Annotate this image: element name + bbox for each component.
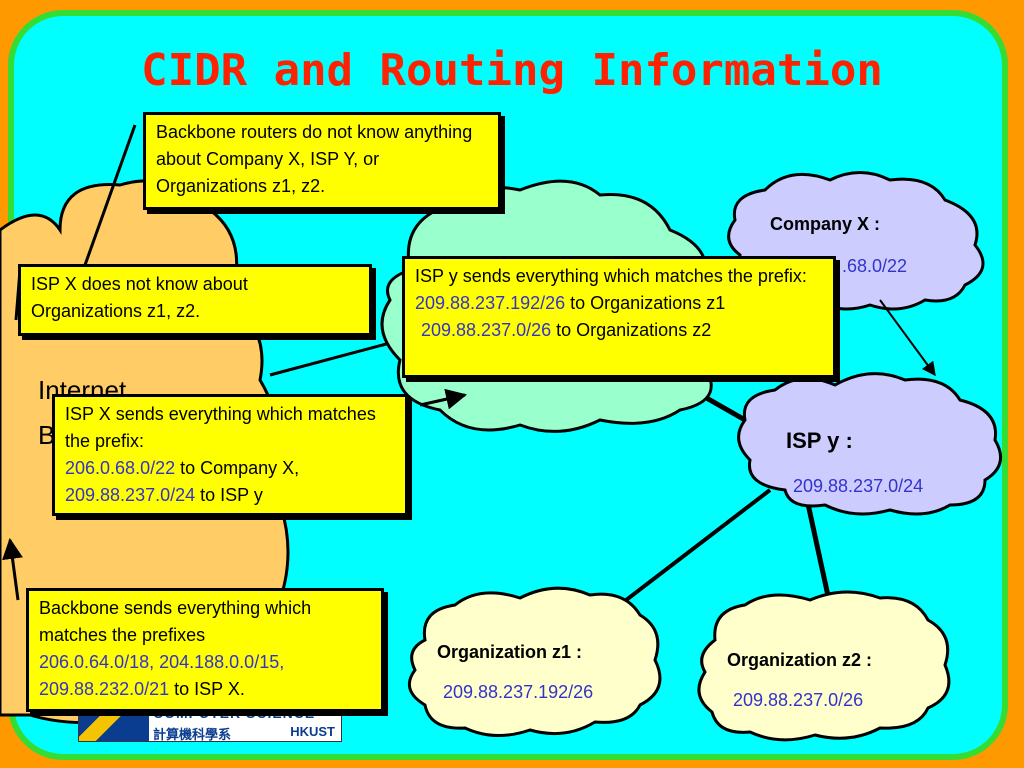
arrow-to-isp-y — [879, 299, 936, 377]
logo-line2: 計算機科學系 — [153, 727, 232, 742]
note-isp-x-intro: ISP X sends everything which matches the… — [65, 404, 376, 451]
slide-title: CIDR and Routing Information — [141, 45, 883, 96]
arrow-up-backbone — [2, 537, 23, 601]
isp-y-route2-prefix: 209.88.237.0/26 — [421, 320, 552, 340]
backbone-route-prefixes-1: 206.0.64.0/18, 204.188.0.0/15, — [39, 652, 285, 672]
note-isp-x-unknown: ISP X does not know about Organizations … — [18, 264, 372, 336]
note-backbone-sends: Backbone sends everything which matches … — [26, 588, 384, 712]
note-isp-x-sends: ISP X sends everything which matches the… — [52, 394, 408, 516]
isp-x-route1-prefix: 206.0.68.0/22 — [65, 458, 176, 478]
note-backbone-routers-text: Backbone routers do not know anything ab… — [156, 122, 473, 196]
note-isp-x-unknown-text: ISP X does not know about Organizations … — [31, 274, 248, 321]
note-backbone-intro: Backbone sends everything which matches … — [39, 598, 312, 645]
isp-y-cloud — [737, 372, 1003, 516]
isp-y-prefix: 209.88.237.0/24 — [793, 476, 924, 496]
company-x-prefix: .68.0/22 — [842, 256, 908, 276]
link-isp-y-org-z2 — [802, 489, 833, 606]
note-isp-y-intro: ISP y sends everything which matches the… — [415, 266, 807, 286]
isp-x-route1-dest: to Company X, — [175, 458, 300, 478]
org-z1-name: Organization z1 : — [437, 642, 583, 662]
org-z1-prefix: 209.88.237.192/26 — [443, 682, 594, 702]
isp-x-route2-dest: to ISP y — [195, 485, 263, 505]
logo-line3: HKUST — [290, 724, 335, 739]
org-z2-cloud — [697, 590, 951, 742]
backbone-route-prefix-2: 209.88.232.0/21 — [39, 679, 170, 699]
isp-y-route1-prefix: 209.88.237.192/26 — [415, 293, 566, 313]
isp-x-route2-prefix: 209.88.237.0/24 — [65, 485, 196, 505]
isp-y-name: ISP y : — [786, 428, 853, 453]
isp-y-route1-dest: to Organizations z1 — [565, 293, 726, 313]
arrow-to-isp-x — [419, 388, 468, 410]
link-isp-y-org-z1 — [598, 488, 772, 622]
org-z1-cloud — [407, 586, 662, 738]
org-z2-name: Organization z2 : — [727, 650, 873, 670]
backbone-route-dest: to ISP X. — [169, 679, 245, 699]
note-backbone-routers: Backbone routers do not know anything ab… — [143, 112, 501, 210]
arrow-to-backbone — [83, 124, 137, 266]
isp-y-route2-dest: to Organizations z2 — [551, 320, 712, 340]
company-x-name: Company X : — [770, 214, 881, 234]
org-z2-prefix: 209.88.237.0/26 — [733, 690, 864, 710]
note-isp-y-sends: ISP y sends everything which matches the… — [402, 256, 836, 378]
backbone-label-partial-2: B — [38, 420, 56, 450]
